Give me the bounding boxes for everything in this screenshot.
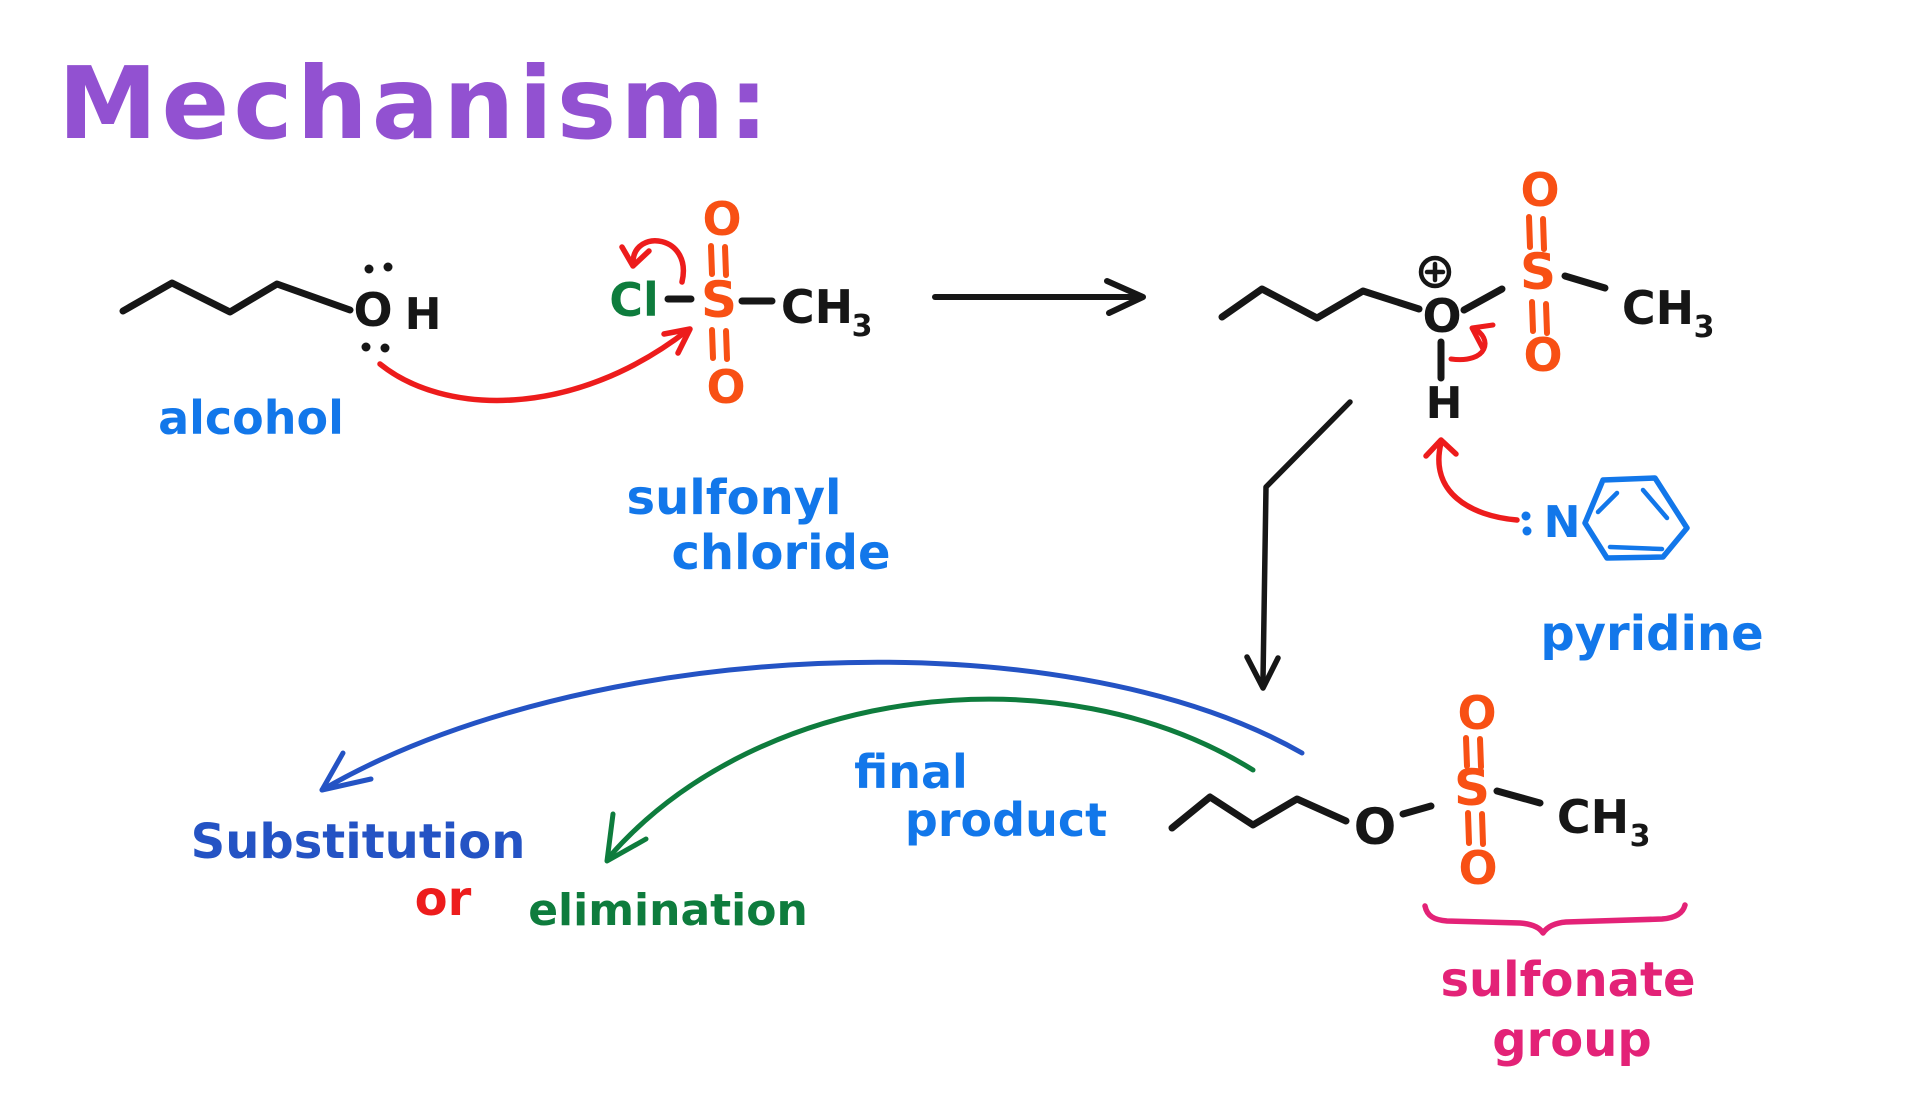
arrow-curve — [630, 238, 687, 285]
substitution-path-arrow-icon — [319, 659, 1305, 793]
reaction-arrow-icon — [932, 278, 1146, 316]
alcohol-oxygen-atom: O — [353, 283, 392, 337]
ring-double-bond-line — [1607, 544, 1665, 552]
methyl-subscript: 3 — [1630, 819, 1651, 854]
arrow-curve — [1436, 440, 1520, 523]
final-product-label-line2: product — [905, 793, 1107, 847]
alcohol-hydrogen-atom: H — [405, 289, 442, 340]
lone-pair-dot — [383, 262, 393, 272]
methyl-subscript: 3 — [852, 309, 873, 344]
intermediate-oxygen-atom: O — [1422, 289, 1461, 343]
sulfonate-group-label-line1: sulfonate — [1440, 952, 1695, 1008]
sulfonate-brace-icon — [1422, 902, 1688, 936]
ring-double-bond-line — [1640, 487, 1670, 521]
bond-o-s — [1399, 802, 1435, 818]
bond-s-ch3 — [1561, 272, 1609, 292]
alcohol-carbon-chain — [119, 279, 354, 316]
methyl-group: CH — [1622, 281, 1694, 335]
oxygen-atom-top: O — [702, 192, 741, 246]
double-bond-line — [708, 243, 715, 277]
lone-pair-dot — [1522, 526, 1532, 536]
arrow-shaft — [1260, 399, 1353, 683]
sulfur-atom: S — [1520, 243, 1556, 301]
page-title: Mechanism: — [58, 45, 772, 162]
bond-o-s — [1460, 285, 1506, 314]
sulfonate-group-label-line2: group — [1492, 1012, 1652, 1068]
arrow-head — [1244, 654, 1281, 691]
curved-arrow-pyridine-grabs-proton-icon — [1423, 437, 1520, 523]
pyridine-structure: N — [1521, 475, 1690, 561]
elimination-label: elimination — [528, 885, 808, 936]
oxygen-atom-top: O — [1457, 686, 1496, 740]
arrow-head — [1104, 278, 1146, 316]
double-bond-line — [709, 327, 716, 361]
double-bond-line — [1540, 216, 1547, 252]
curved-arrow-oxygen-attacks-sulfur-icon — [377, 326, 693, 404]
arrow-curve — [607, 696, 1256, 859]
pyridine-ring — [1582, 475, 1690, 561]
oxocarbenium-intermediate-structure: O S O O CH 3 H — [1218, 163, 1715, 429]
curved-arrow-chloride-leaves-icon — [619, 238, 687, 285]
methyl-group: CH — [1557, 790, 1629, 844]
double-bond-line — [1543, 301, 1550, 336]
arrow-head — [1423, 437, 1459, 459]
arrow-head — [319, 750, 374, 793]
double-bond-line — [1477, 736, 1484, 770]
charge-circle — [1418, 255, 1452, 289]
intermediate-carbon-chain — [1218, 285, 1423, 322]
oxygen-atom-bottom: O — [1523, 328, 1562, 382]
sulfonyl-chloride-label-line2: chloride — [671, 525, 890, 581]
sulfonate-ester-product-structure: O S O O CH 3 — [1168, 686, 1651, 895]
sulfur-atom: S — [701, 271, 737, 329]
double-bond-line — [1479, 811, 1486, 847]
alcohol-structure: O H — [119, 262, 442, 353]
sulfonyl-chloride-label-line1: sulfonyl — [627, 470, 842, 526]
arrow-head — [661, 326, 693, 356]
lone-pair-dot — [361, 342, 371, 352]
methyl-group: CH — [781, 280, 853, 334]
sulfur-atom: S — [1454, 759, 1490, 817]
pyridine-nitrogen-atom: N — [1544, 497, 1581, 548]
intermediate-hydrogen-atom: H — [1426, 378, 1463, 429]
methyl-subscript: 3 — [1694, 310, 1715, 345]
sulfonyl-chloride-structure: Cl S O O CH 3 — [609, 192, 872, 414]
arrow-head — [604, 811, 649, 864]
arrow-head — [619, 244, 652, 269]
lone-pair-dot — [364, 264, 374, 274]
oxygen-atom-top: O — [1520, 163, 1559, 217]
ring-double-bond-line — [1595, 490, 1620, 515]
double-bond-line — [1526, 214, 1533, 250]
arrow-head — [1469, 322, 1496, 352]
or-label: or — [415, 871, 472, 927]
lone-pair-dot — [380, 343, 390, 353]
elimination-path-arrow-icon — [604, 696, 1256, 864]
oxygen-atom-bottom: O — [706, 360, 745, 414]
lone-pair-dot — [1521, 511, 1531, 521]
oxygen-atom-bottom: O — [1458, 841, 1497, 895]
positive-charge-icon — [1418, 255, 1452, 289]
curved-arrow-bond-to-oxygen-icon — [1448, 322, 1496, 363]
double-bond-line — [1465, 810, 1472, 846]
double-bond-line — [1529, 299, 1536, 334]
arrow-curve — [377, 327, 691, 404]
ester-oxygen-atom: O — [1354, 798, 1397, 856]
chlorine-atom: Cl — [609, 273, 659, 327]
bond-s-ch3 — [1493, 787, 1544, 807]
double-bond-line — [722, 244, 729, 278]
substitution-label: Substitution — [191, 814, 526, 870]
final-product-label-line1: final — [854, 745, 968, 799]
double-bond-line — [723, 328, 730, 362]
step-arrow-down-icon — [1244, 399, 1353, 691]
product-carbon-chain — [1168, 793, 1350, 832]
arrow-curve — [319, 659, 1305, 793]
pyridine-label: pyridine — [1540, 606, 1763, 662]
alcohol-label: alcohol — [158, 391, 344, 445]
double-bond-line — [1463, 735, 1470, 769]
